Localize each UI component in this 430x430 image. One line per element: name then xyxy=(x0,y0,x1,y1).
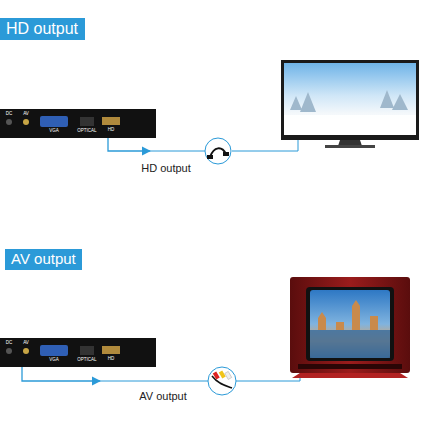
hdmi-cable-icon xyxy=(205,138,231,164)
output-label: AV output xyxy=(137,391,189,402)
crt-tv xyxy=(290,277,410,378)
port-label: AV xyxy=(23,112,29,117)
device-bottom xyxy=(0,338,156,367)
port-label: HD xyxy=(108,357,115,362)
flat-tv xyxy=(281,60,419,148)
section-badge: AV output xyxy=(5,249,82,270)
device-top xyxy=(0,109,156,138)
port-label: VGA xyxy=(49,129,59,134)
port-label: OPTICAL xyxy=(77,358,96,363)
section-badge: HD output xyxy=(0,18,85,40)
port-label: HD xyxy=(108,128,115,133)
av-cable-icon xyxy=(208,367,236,395)
output-label: HD output xyxy=(139,163,193,174)
badge-text: HD output xyxy=(6,20,79,38)
port-label: VGA xyxy=(49,358,59,363)
port-label: OPTICAL xyxy=(77,129,96,134)
badge-text: AV output xyxy=(11,251,76,268)
port-label: AV xyxy=(23,341,29,346)
port-label: DC xyxy=(6,341,13,346)
port-label: DC xyxy=(6,112,13,117)
